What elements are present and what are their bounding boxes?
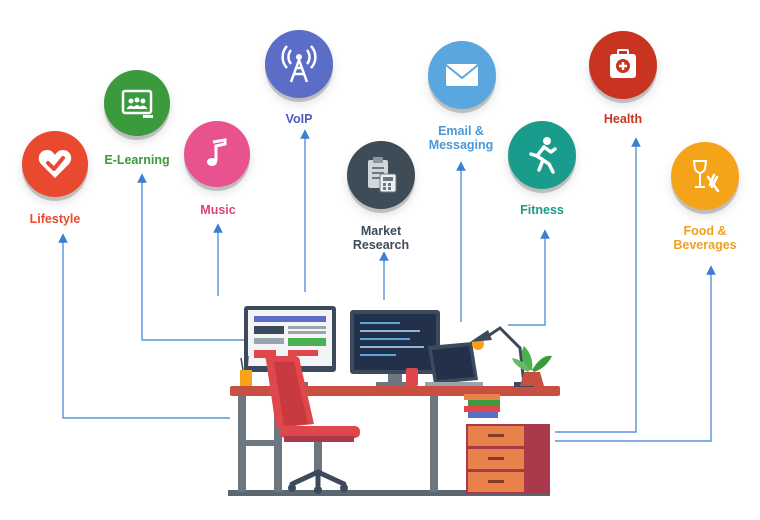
connector-fitness <box>508 229 550 326</box>
voip-circle[interactable] <box>265 30 333 98</box>
heart-check-icon <box>38 150 72 178</box>
envelope-icon <box>445 64 479 86</box>
label-lifestyle: Lifestyle <box>29 212 81 226</box>
center-monitor <box>350 310 440 386</box>
music-note-icon <box>207 138 227 166</box>
connector-food-beverages <box>555 265 716 442</box>
clipboard-calculator-icon <box>368 157 397 193</box>
laptop <box>425 342 483 386</box>
broadcast-tower-icon <box>281 45 317 83</box>
office-chair <box>265 356 360 494</box>
lifestyle-circle[interactable] <box>22 131 88 197</box>
food-beverages-circle[interactable] <box>671 142 739 210</box>
label-fitness: Fitness <box>520 203 564 217</box>
medical-kit-icon <box>610 49 636 78</box>
label-market-research: Market Research <box>352 224 410 252</box>
label-email-messaging: Email & Messaging <box>428 124 494 152</box>
music-circle[interactable] <box>184 121 250 187</box>
classroom-board-icon <box>121 89 153 118</box>
e-learning-circle[interactable] <box>104 70 170 136</box>
fitness-circle[interactable] <box>508 121 576 189</box>
office-desk-illustration <box>228 306 560 496</box>
label-music: Music <box>200 203 236 217</box>
connector-lifestyle <box>58 233 230 419</box>
running-person-icon <box>529 137 557 174</box>
email-messaging-circle[interactable] <box>428 41 496 109</box>
potted-plant <box>512 346 552 386</box>
wine-cutlery-icon <box>692 160 720 193</box>
drawer-cabinet <box>466 424 550 494</box>
label-health: Health <box>603 112 643 126</box>
label-e-learning: E-Learning <box>104 153 170 167</box>
connector-health <box>555 137 641 433</box>
label-voip: VoIP <box>285 112 313 126</box>
label-food-beverages: Food & Beverages <box>673 224 737 252</box>
market-research-circle[interactable] <box>347 141 415 209</box>
connector-e-learning <box>137 173 250 341</box>
health-circle[interactable] <box>589 31 657 99</box>
